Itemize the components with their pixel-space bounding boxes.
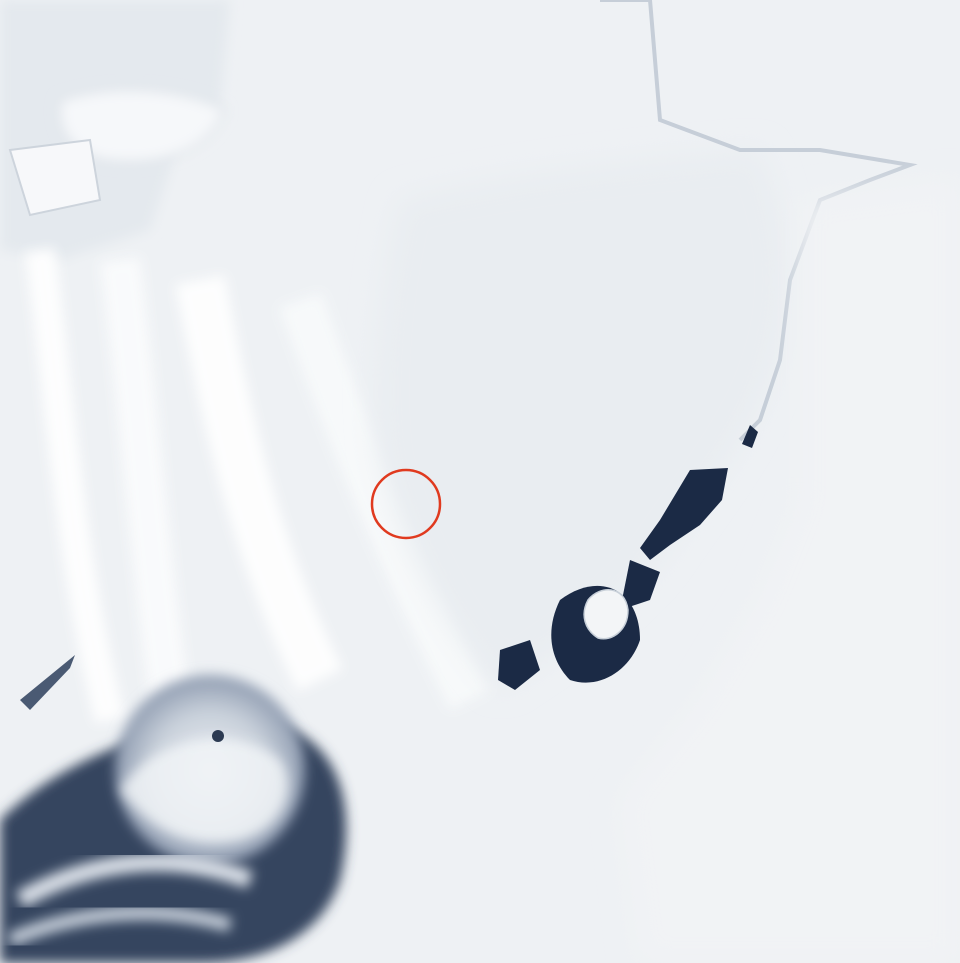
ice-fragment: [8, 138, 102, 217]
storm-system: [0, 675, 347, 963]
sea-ice-central: [376, 150, 789, 690]
cloud-streaks: [25, 248, 491, 724]
plateau-right: [620, 180, 960, 963]
open-water-left: [20, 655, 75, 710]
marker-circle: [370, 468, 442, 540]
ice-floe: [583, 589, 629, 640]
ice-ridge: [600, 0, 918, 442]
